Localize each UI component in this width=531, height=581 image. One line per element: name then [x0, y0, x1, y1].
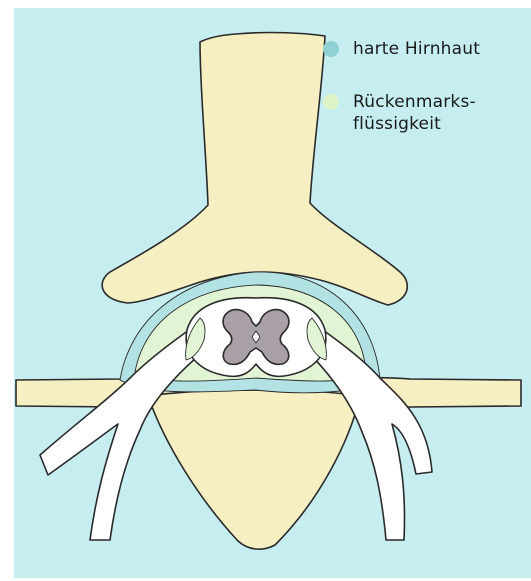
- circle-swatch-icon: [323, 94, 339, 110]
- legend-label-csf: Rückenmarks- flüssigkeit: [353, 91, 476, 135]
- legend-item-csf: Rückenmarks- flüssigkeit: [323, 91, 476, 135]
- legend-item-dura: harte Hirnhaut: [323, 38, 480, 60]
- circle-swatch-icon: [323, 41, 339, 57]
- legend-label-dura: harte Hirnhaut: [353, 38, 480, 60]
